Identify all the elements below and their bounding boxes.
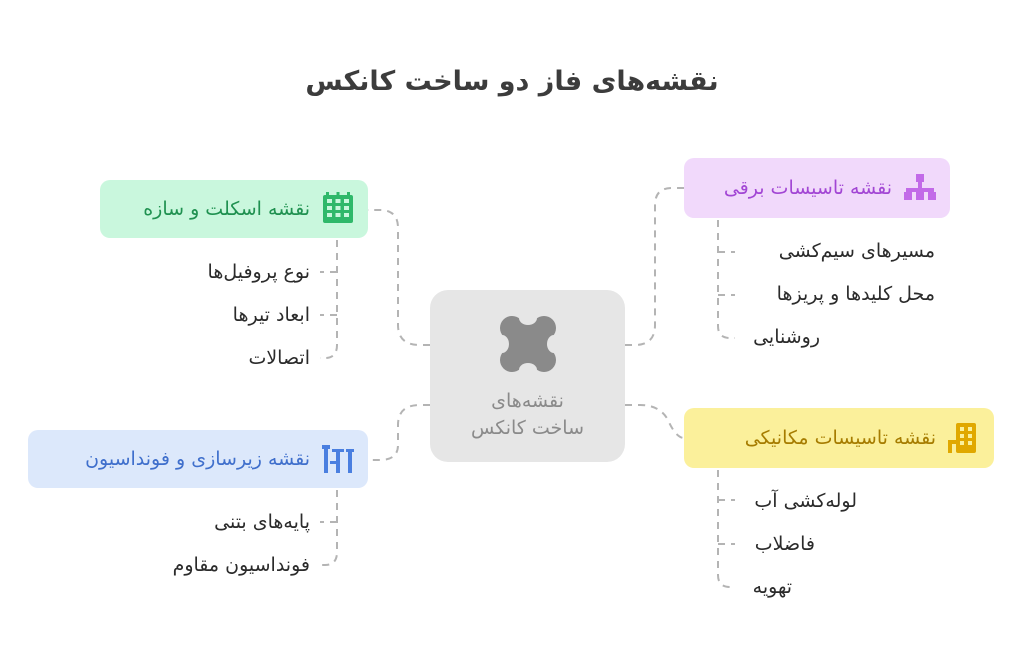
connector-mechanical [625,404,685,439]
mechanical-item: لوله‌کشی آب [754,490,857,512]
connector-electrical [625,187,684,346]
foundation-item: فونداسیون مقاوم [172,554,310,576]
node-structure: نقشه اسکلت و سازه [100,180,368,238]
node-electrical-label: نقشه تاسیسات برقی [723,177,892,199]
node-electrical: نقشه تاسیسات برقی [684,158,950,218]
diagram-title: نقشه‌های فاز دو ساخت کانکس [305,66,719,97]
electrical-item: مسیرهای سیم‌کشی [778,240,935,262]
node-mechanical: نقشه تاسیسات مکانیکی [684,408,994,468]
node-structure-label: نقشه اسکلت و سازه [143,198,310,220]
structure-item: اتصالات [248,347,310,369]
bracket-electrical [717,220,735,339]
bracket-mechanical [717,470,735,588]
mechanical-item: فاضلاب [754,533,815,555]
building-grid-icon [323,192,353,223]
electrical-tree-icon [904,174,936,200]
center-label: نقشه‌های ساخت کانکس [430,388,625,442]
node-mechanical-label: نقشه تاسیسات مکانیکی [744,427,936,449]
center-label-line1: نقشه‌های [491,390,564,412]
foundation-item: پایه‌های بتنی [214,511,310,533]
bracket-structure [320,240,338,359]
node-foundation-label: نقشه زیرسازی و فونداسیون [85,448,310,470]
electrical-item: روشنایی [753,326,820,348]
electrical-item: محل کلیدها و پریزها [776,283,935,305]
building-pipes-icon [948,423,976,453]
pillars-icon [322,445,354,473]
connector-foundation [368,404,430,461]
node-foundation: نقشه زیرسازی و فونداسیون [28,430,368,488]
center-node: نقشه‌های ساخت کانکس [430,290,625,462]
structure-item: ابعاد تیرها [232,304,310,326]
mechanical-item: تهویه [752,576,792,598]
center-label-line2: ساخت کانکس [471,417,584,439]
structure-item: نوع پروفیل‌ها [207,261,310,283]
bracket-foundation [320,490,338,566]
connector-structure [368,209,430,346]
x-logo-icon [498,314,558,374]
